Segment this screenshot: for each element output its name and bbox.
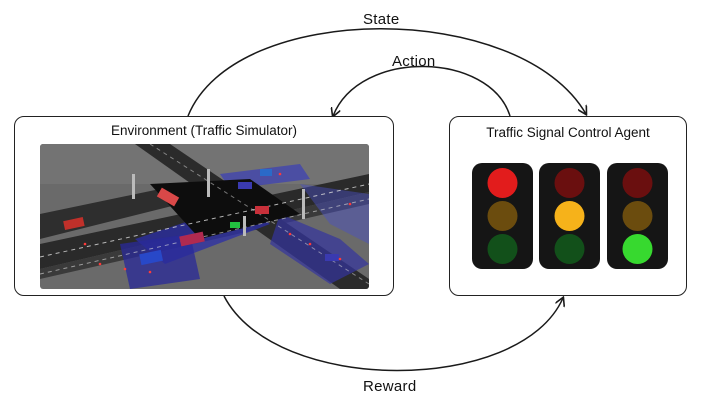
action-label: Action [392,53,436,70]
traffic-simulator-image [40,144,369,289]
environment-title: Environment (Traffic Simulator) [110,123,298,138]
traffic-light-green-icon [607,163,668,269]
reward-label: Reward [363,378,417,395]
environment-box: Environment (Traffic Simulator) [14,116,394,296]
agent-box: Traffic Signal Control Agent [449,116,687,296]
traffic-light-red-icon [472,163,533,269]
reward-arrow [223,296,563,372]
state-label: State [363,11,400,28]
action-arrow [333,65,511,116]
agent-title: Traffic Signal Control Agent [486,125,650,140]
traffic-light-yellow-icon [539,163,600,269]
state-arrow [187,28,586,116]
